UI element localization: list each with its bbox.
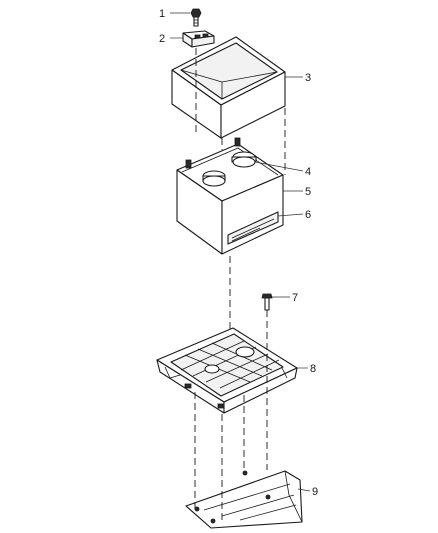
- callout-labels: 1 2 3 4 5 6 7 8 9: [159, 8, 318, 498]
- battery-label: [227, 211, 279, 245]
- part-support-bracket: [185, 470, 303, 529]
- callout-6: 6: [305, 209, 311, 221]
- alignment-lines: [194, 48, 286, 520]
- part-battery: [176, 137, 284, 255]
- part-hold-down-clamp: [182, 30, 215, 48]
- callout-2: 2: [159, 33, 165, 45]
- callout-3: 3: [305, 72, 311, 84]
- battery-terminal-caps: [202, 151, 257, 187]
- callout-5: 5: [305, 186, 311, 198]
- part-nut: [190, 8, 202, 27]
- callout-9: 9: [312, 486, 318, 498]
- leader-lines: [170, 12, 311, 492]
- callout-8: 8: [310, 363, 316, 375]
- callout-7: 7: [292, 292, 298, 304]
- part-tray-bolt: [261, 293, 273, 311]
- callout-1: 1: [159, 8, 165, 20]
- callout-4: 4: [305, 166, 311, 178]
- part-battery-cover: [171, 36, 286, 139]
- part-battery-tray: [156, 327, 298, 414]
